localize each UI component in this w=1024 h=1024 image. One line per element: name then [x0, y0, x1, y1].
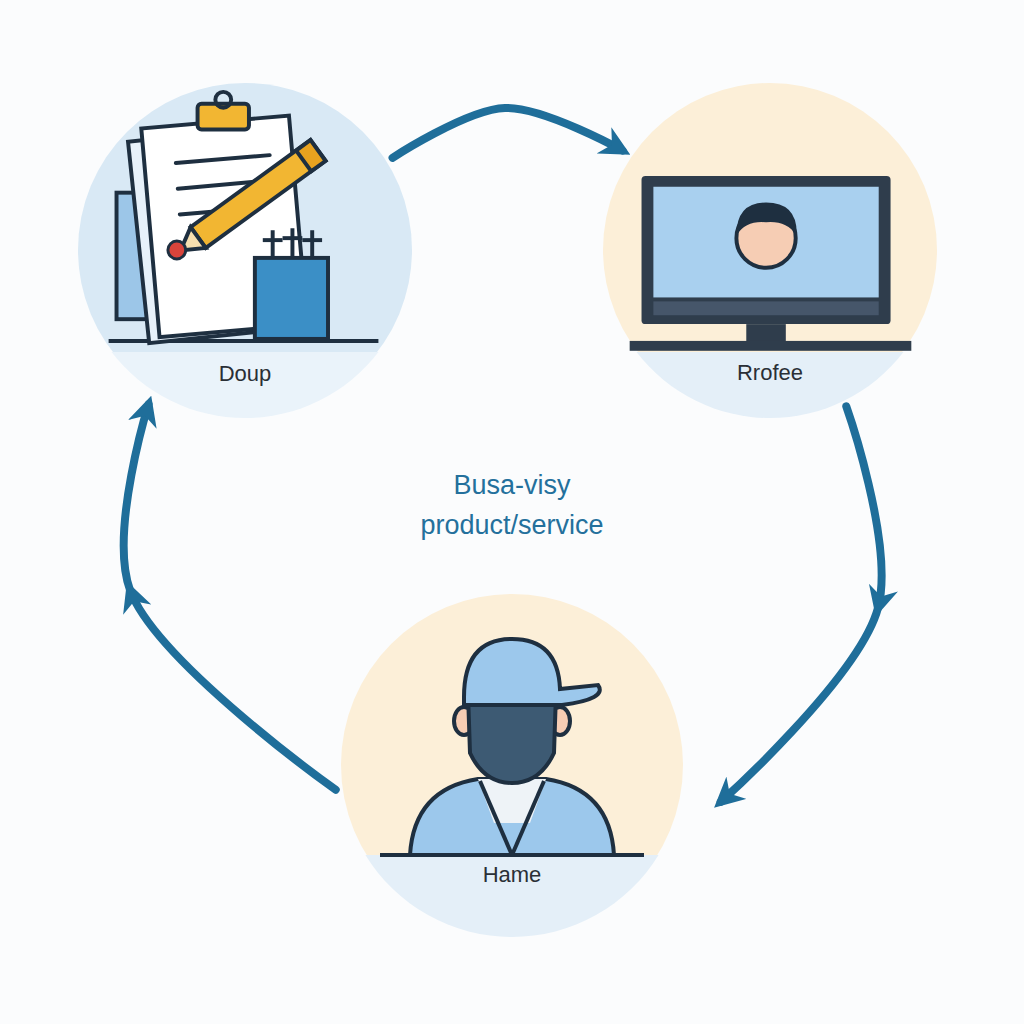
circle-band — [365, 855, 658, 937]
circle-band — [637, 352, 904, 418]
circle-band — [112, 352, 379, 418]
node-icon — [380, 639, 644, 855]
circle-fill — [78, 83, 412, 417]
process-circle: Doup — [77, 82, 413, 418]
circle-fill — [341, 594, 683, 936]
cycle-arrow — [124, 404, 336, 789]
process-circle: Rrofee — [602, 82, 938, 418]
node-label: Doup — [77, 360, 413, 388]
process-circle: Hame — [340, 593, 684, 937]
center-label: Busa-visy product/service — [387, 465, 637, 545]
node-label: Rrofee — [602, 359, 938, 387]
node-icon — [109, 92, 379, 343]
circle-fill — [603, 83, 937, 417]
cycle-arrow — [393, 108, 623, 158]
node-label: Hame — [340, 861, 684, 889]
node-icon — [630, 176, 912, 351]
cycle-arrow — [721, 406, 882, 801]
